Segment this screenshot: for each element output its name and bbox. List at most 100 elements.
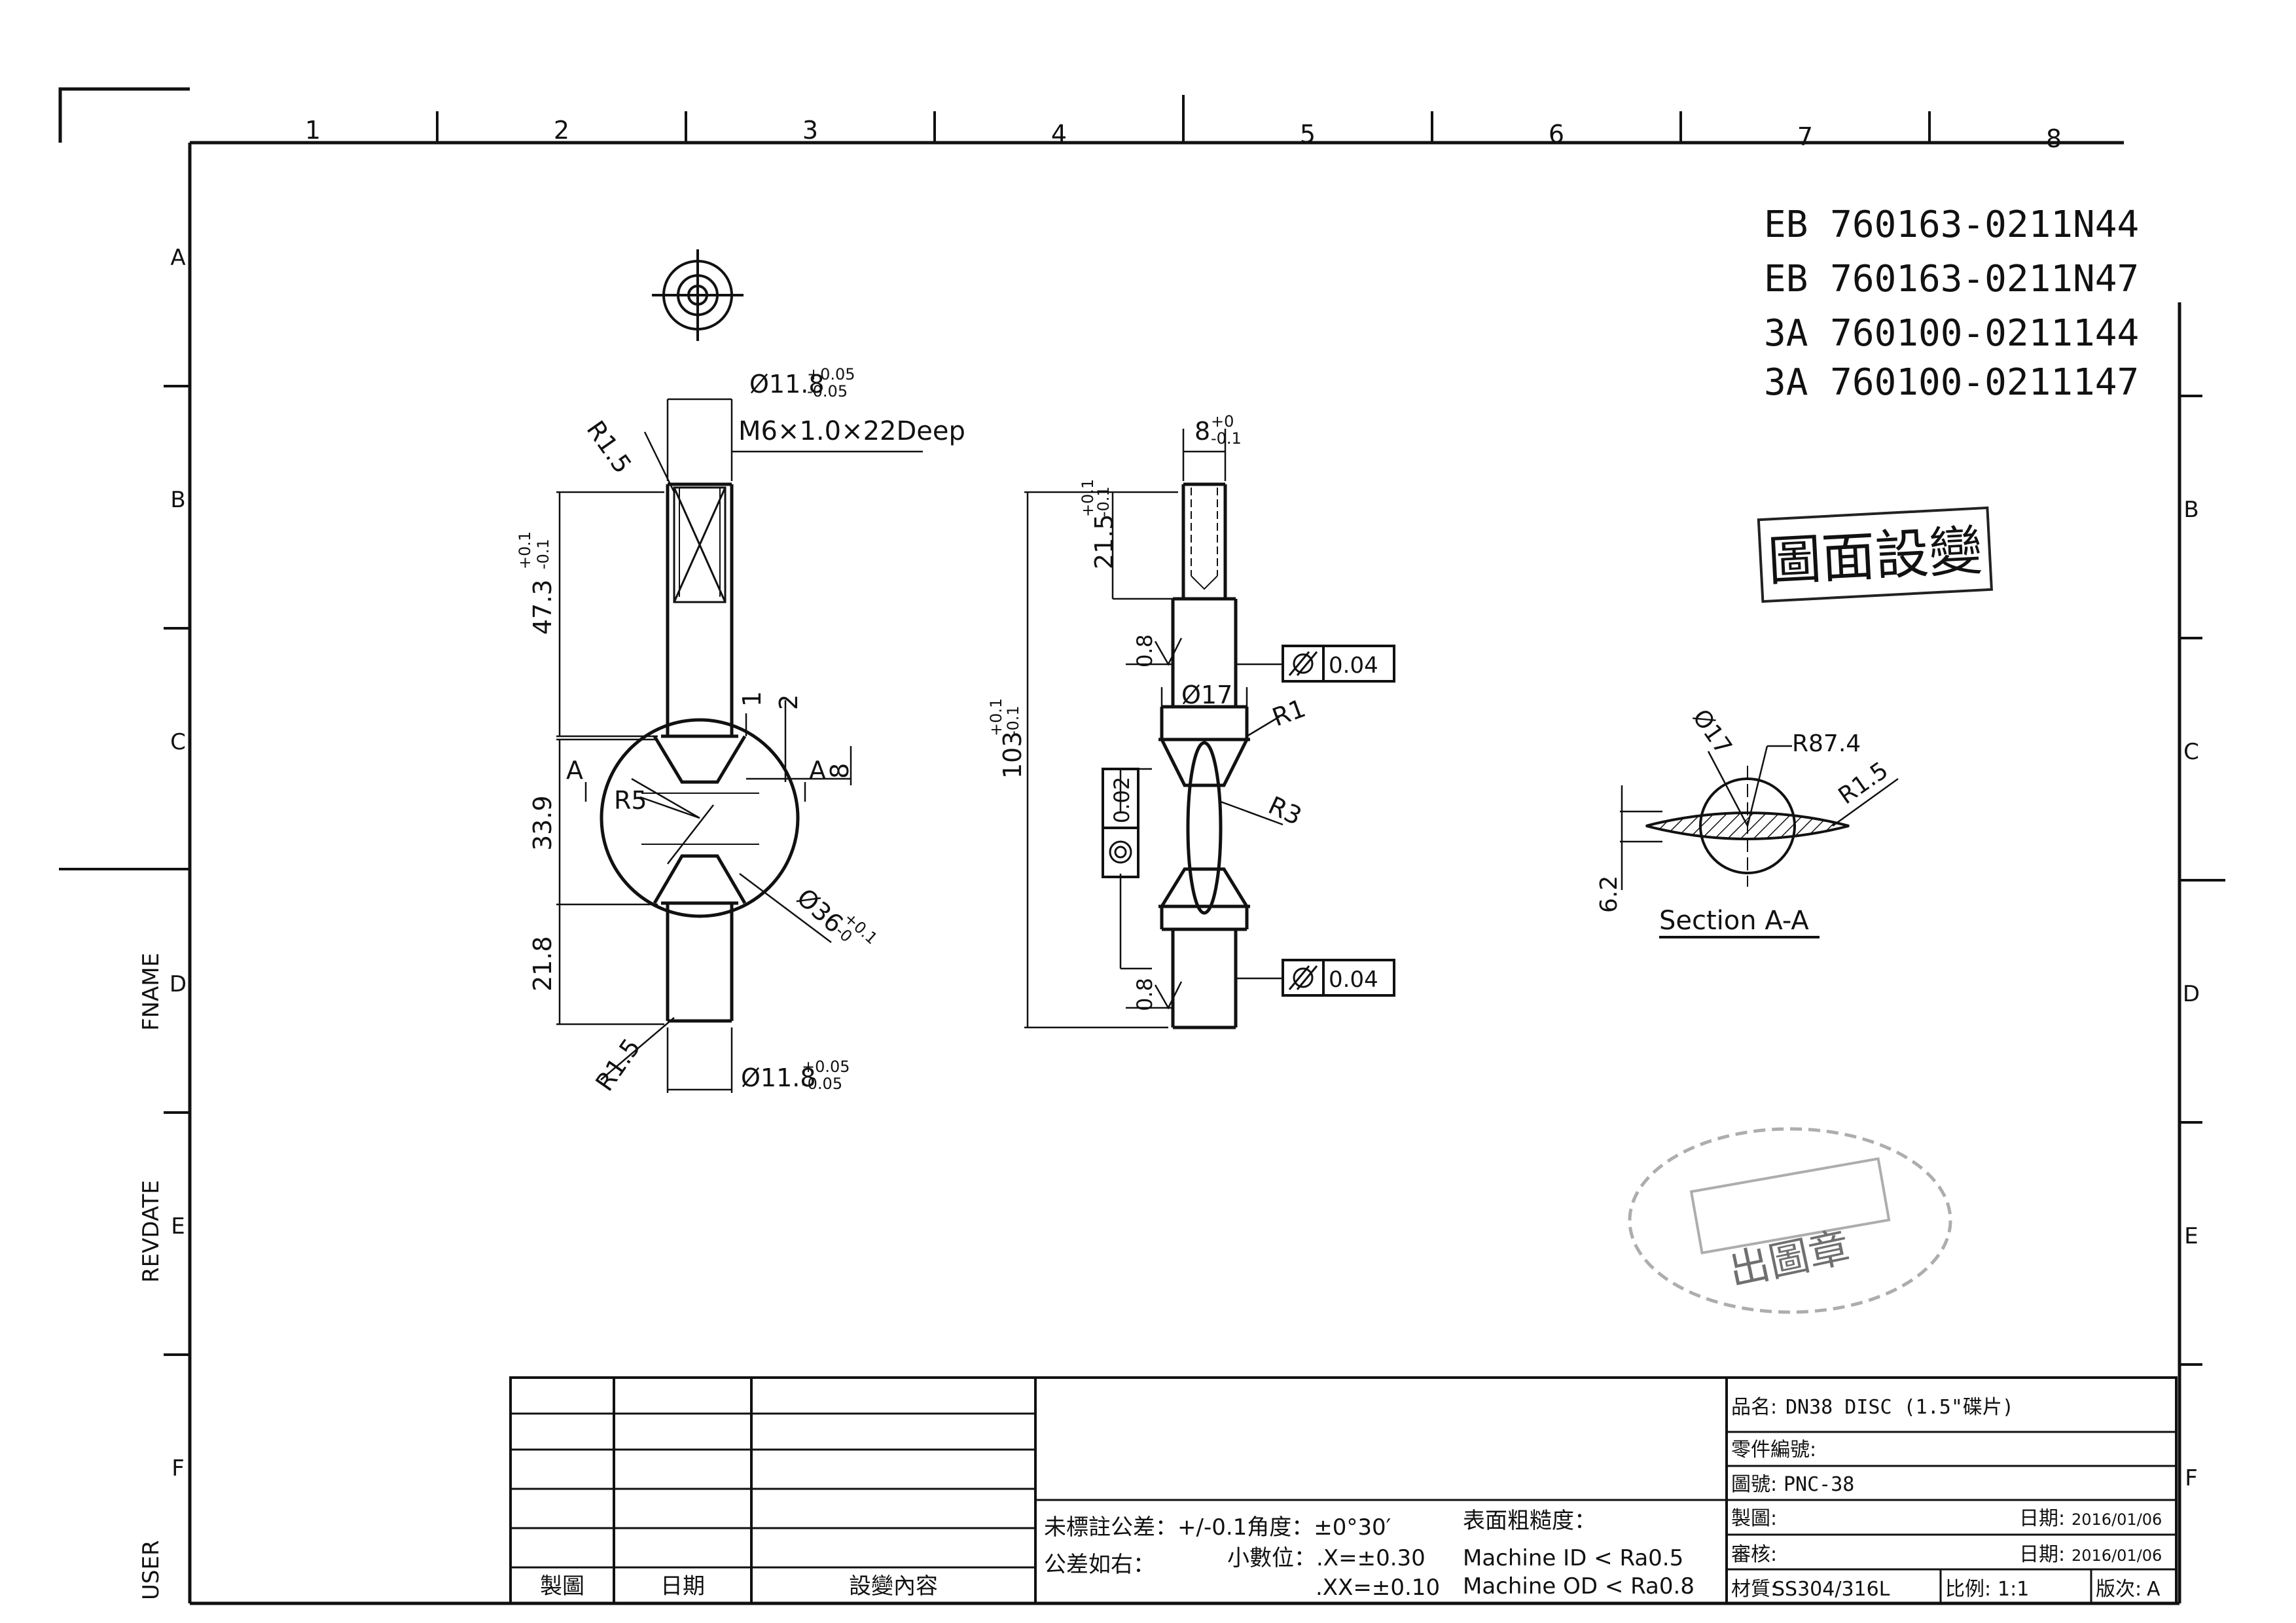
scale-value: 1:1 — [1998, 1578, 2029, 1601]
revision-headers: 製圖 日期 設變內容 — [540, 1573, 938, 1599]
dim-dia17: Ø17 — [1181, 681, 1232, 709]
roughness-bottom: 0.8 — [1132, 978, 1157, 1011]
round-stamp: 出圖章 — [1628, 1127, 1952, 1314]
title-fields: 品名: DN38 DISC (1.5"碟片) 零件編號: 圖號: PNC-38 … — [1731, 1396, 2162, 1601]
material-value: SS304/316L — [1772, 1578, 1890, 1601]
material-label: 材質: — [1731, 1578, 1777, 1601]
column-label: 4 — [1051, 120, 1067, 149]
rev-header-date: 日期 — [660, 1573, 705, 1599]
dim-thread: M6×1.0×22Deep — [738, 416, 965, 446]
checked-date-label: 日期: — [2019, 1543, 2065, 1566]
dim-len-upper-tol-up: +0.1 — [516, 531, 534, 569]
front-view-labels: Ø11.8 +0.05 -0.05 M6×1.0×22Deep R1.5 47.… — [516, 365, 965, 1096]
column-label: 1 — [305, 116, 321, 145]
cylindricity-icon — [1288, 651, 1318, 676]
drawn-date-value: 2016/01/06 — [2072, 1510, 2162, 1529]
section-view: Ø17 R87.4 R1.5 6.2 Section A-A — [1596, 705, 1899, 938]
dim-r3: R3 — [1264, 791, 1306, 830]
scale-label: 比例: — [1945, 1578, 1991, 1601]
section-r874: R87.4 — [1792, 730, 1861, 757]
dim-r-top: R1.5 — [581, 416, 637, 478]
row-labels-left: A B C D E F — [170, 245, 187, 1482]
change-stamp-text: 圖面設變 — [1767, 520, 1984, 593]
concentricity-icon — [1109, 840, 1132, 864]
revision-value: A — [2147, 1578, 2161, 1601]
dim-total-len: 103 — [998, 731, 1027, 779]
row-label: D — [170, 971, 187, 997]
dim-dia-top-tol-low: -0.05 — [807, 382, 848, 401]
rev-header-drawn: 製圖 — [540, 1573, 584, 1599]
row-label: E — [2184, 1223, 2198, 1249]
dim-dia-bottom-tol-up: +0.05 — [802, 1058, 850, 1076]
row-label: F — [2185, 1465, 2198, 1491]
drawing-no-value: PNC-38 — [1784, 1473, 1854, 1496]
row-label: C — [170, 729, 186, 755]
dim-dia-bottom: Ø11.8 — [741, 1063, 816, 1092]
tolerance-line-1: 未標註公差：+/-0.1角度：±0°30′ — [1044, 1514, 1391, 1541]
tolerance-frame-bottom: 0.04 — [1282, 959, 1395, 997]
cylindricity-icon — [1288, 965, 1318, 990]
side-label-fname: FNAME — [138, 953, 164, 1031]
section-title: Section A-A — [1659, 906, 1809, 936]
title-block: 製圖 日期 設變內容 未標註公差：+/-0.1角度：±0°30′ 公差如右： 小… — [509, 1376, 2178, 1605]
dim-width-top-tol-up: +0 — [1211, 412, 1234, 431]
part-no-label: 零件編號: — [1731, 1438, 1816, 1461]
title-block-grid — [509, 1376, 2178, 1605]
dim-1: 1 — [738, 691, 766, 707]
row-label: C — [2183, 739, 2199, 765]
column-label: 2 — [554, 116, 569, 145]
front-view: Ø11.8 +0.05 -0.05 M6×1.0×22Deep R1.5 47.… — [516, 249, 965, 1096]
dim-r-bottom: R1.5 — [590, 1033, 646, 1096]
side-label-revdate: REVDATE — [138, 1180, 164, 1283]
projection-symbol — [652, 249, 744, 341]
dim-len-upper: 47.3 — [528, 579, 557, 635]
roughness-line-1: Machine ID < Ra0.5 — [1463, 1545, 1683, 1571]
side-label-user: USER — [138, 1540, 164, 1600]
concentricity-frame: 0.02 — [1102, 768, 1139, 878]
dim-len-thread-tol-up: +0.1 — [1079, 479, 1097, 517]
dim-width-top-tol-low: -0.1 — [1211, 429, 1242, 448]
row-label: F — [171, 1455, 185, 1482]
tolerance-line-2b: 小數位：.X=±0.30 — [1227, 1545, 1426, 1571]
dim-dia-bottom-tol-low: -0.05 — [802, 1075, 842, 1093]
side-view: 0.04 0.04 0.02 8 +0 -0.1 21.5 — [987, 412, 1395, 1029]
drawing-no-label: 圖號: — [1731, 1473, 1777, 1496]
part-number: 3A 760100-0211144 — [1764, 312, 2139, 355]
tolerance-bottom-value: 0.04 — [1329, 967, 1378, 993]
dim-len-thread-tol-low: -0.1 — [1094, 486, 1113, 517]
rev-header-content: 設變內容 — [849, 1573, 938, 1599]
part-number: EB 760163-0211N44 — [1764, 204, 2139, 246]
part-number: 3A 760100-0211147 — [1764, 361, 2139, 404]
dim-8: 8 — [825, 763, 854, 779]
round-stamp-text: 出圖章 — [1725, 1223, 1854, 1295]
drawn-by-label: 製圖: — [1731, 1507, 1777, 1530]
row-labels-right: B C D E F — [2183, 497, 2200, 1491]
side-labels: FNAME REVDATE USER — [138, 953, 164, 1600]
section-dia17: Ø17 — [1687, 705, 1737, 760]
column-label: 7 — [1797, 122, 1813, 151]
dim-r5: R5 — [614, 786, 647, 815]
row-label: B — [2183, 497, 2198, 523]
part-number-list: EB 760163-0211N44 EB 760163-0211N47 3A 7… — [1764, 204, 2139, 404]
name-value: DN38 DISC (1.5"碟片) — [1785, 1396, 2014, 1419]
tolerance-top-value: 0.04 — [1329, 652, 1378, 679]
column-label: 5 — [1300, 120, 1316, 149]
row-label: E — [171, 1213, 185, 1240]
roughness-line-2: Machine OD < Ra0.8 — [1463, 1573, 1695, 1599]
checked-by-label: 審核: — [1731, 1543, 1777, 1566]
part-number: EB 760163-0211N47 — [1764, 258, 2139, 300]
front-view-dimensions — [556, 398, 923, 1093]
checked-date-value: 2016/01/06 — [2072, 1546, 2162, 1565]
section-dimensions — [1620, 745, 1899, 890]
section-r15: R1.5 — [1834, 757, 1893, 810]
side-view-labels: 8 +0 -0.1 21.5 +0.1 -0.1 103 +0.1 -0.1 0… — [987, 412, 1310, 1011]
tolerance-line-2a: 公差如右： — [1044, 1552, 1155, 1578]
concentricity-value: 0.02 — [1109, 777, 1134, 823]
dim-len-lower: 21.8 — [528, 936, 557, 991]
dim-width-top: 8 — [1194, 417, 1210, 446]
side-view-outline — [1158, 482, 1250, 1029]
section-mark-left: A — [566, 756, 583, 785]
front-view-outline — [600, 482, 800, 1023]
roughness-top: 0.8 — [1132, 634, 1157, 668]
